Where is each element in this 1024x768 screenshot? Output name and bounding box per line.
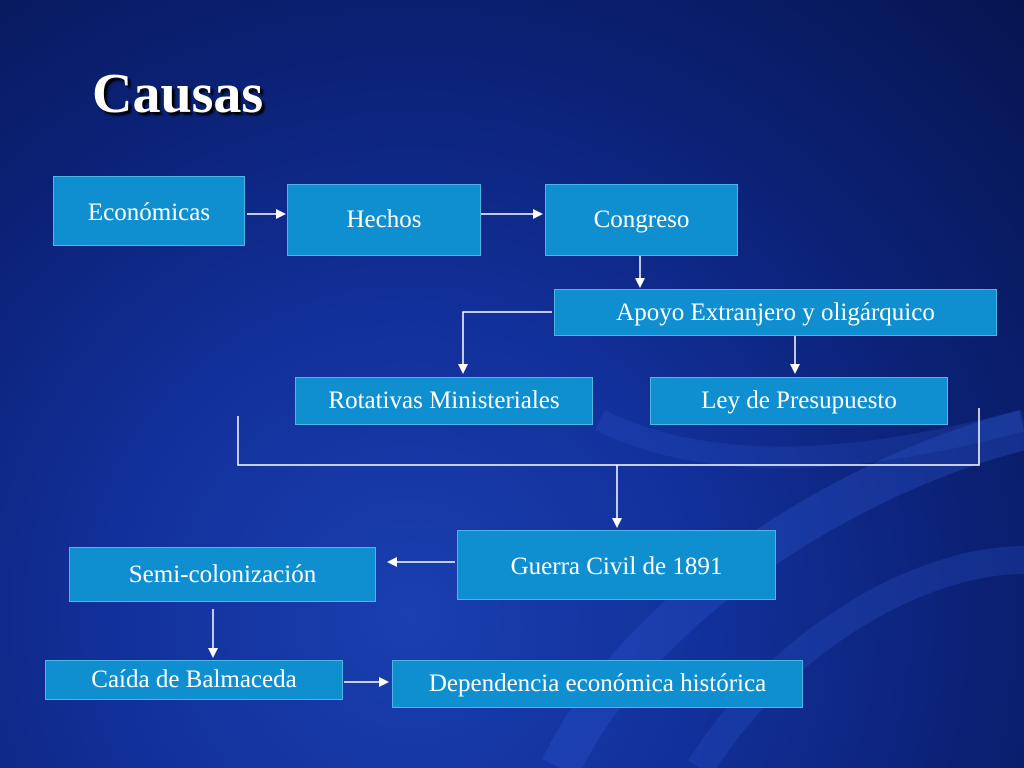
bracket-merge <box>237 408 980 466</box>
node-economicas: Económicas <box>53 176 245 246</box>
node-apoyo: Apoyo Extranjero y oligárquico <box>554 289 997 336</box>
node-hechos: Hechos <box>287 184 481 256</box>
node-congreso: Congreso <box>545 184 738 256</box>
node-dependencia: Dependencia económica histórica <box>392 660 803 708</box>
node-caida: Caída de Balmaceda <box>45 660 343 700</box>
node-semi: Semi-colonización <box>69 547 376 602</box>
node-guerra: Guerra Civil de 1891 <box>457 530 776 600</box>
node-ley: Ley de Presupuesto <box>650 377 948 425</box>
node-rotativas: Rotativas Ministeriales <box>295 377 593 425</box>
slide-title: Causas <box>92 63 264 125</box>
arrow-apoyo-rotativas <box>458 311 552 374</box>
